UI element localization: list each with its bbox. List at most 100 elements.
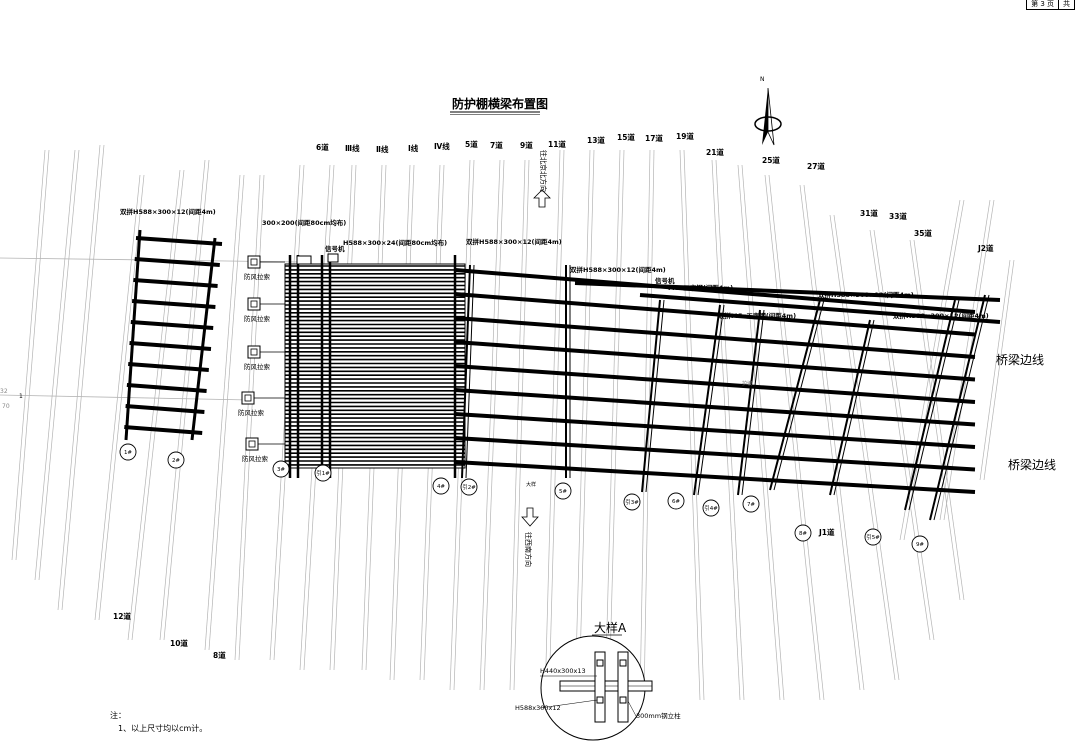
anchor-label: 防风拉索 bbox=[244, 362, 271, 371]
trestle-post bbox=[190, 237, 217, 441]
rail-line bbox=[208, 174, 245, 651]
rail-line bbox=[979, 259, 1011, 481]
direction-north-label: 往北京北方向 bbox=[539, 150, 548, 192]
pier-note-2: 护坡 bbox=[742, 380, 752, 387]
rail-line bbox=[61, 144, 105, 611]
signal-label-2: 信号机 bbox=[655, 276, 675, 285]
beam-label-right-b: 双拼H588×300×12(间距4m) bbox=[893, 311, 989, 320]
pier-label: 7# bbox=[747, 502, 755, 508]
bridge-edge-label: 桥梁边线 bbox=[996, 352, 1044, 367]
left-trestle bbox=[124, 229, 223, 441]
anchor-label: 防风拉索 bbox=[238, 408, 265, 417]
pier-label: 引1# bbox=[316, 469, 330, 477]
track-label: 17道 bbox=[645, 133, 663, 143]
track-label: 12道 bbox=[113, 611, 131, 621]
rail-line bbox=[34, 149, 76, 581]
rail-line bbox=[578, 149, 595, 701]
rail-line bbox=[513, 159, 530, 691]
pier-circle bbox=[911, 535, 929, 553]
pier-circle bbox=[742, 495, 760, 513]
bridge-edge-label: 桥梁边线 bbox=[1008, 457, 1056, 472]
long-beam bbox=[454, 268, 976, 314]
track-label: Ⅱ线 bbox=[376, 144, 389, 154]
rail-line bbox=[983, 259, 1015, 481]
column-line bbox=[645, 299, 665, 493]
direction-south-label: 往西南方向 bbox=[524, 532, 533, 567]
column-line bbox=[741, 309, 765, 496]
north-label: N bbox=[760, 76, 765, 83]
track-label: 10道 bbox=[170, 638, 188, 648]
pier-circle bbox=[794, 524, 812, 542]
anchor-inner bbox=[248, 440, 256, 448]
pier-label: 4# bbox=[437, 484, 445, 490]
pier-circle bbox=[623, 493, 641, 511]
pier-circle bbox=[119, 443, 137, 461]
track-label: 33道 bbox=[889, 211, 907, 221]
detail-a: 大样A H440x300x13 H588x300x12 300mm钢立柱 bbox=[515, 620, 681, 741]
anchor-label: 防风拉索 bbox=[244, 272, 271, 281]
detail-h440: H440x300x13 bbox=[540, 667, 586, 675]
track-label: 13道 bbox=[587, 135, 605, 145]
column-line bbox=[693, 304, 721, 496]
trestle-beam bbox=[135, 236, 223, 246]
rail-line bbox=[829, 214, 896, 681]
trestle-beam bbox=[134, 257, 220, 267]
detail-h588: H588x300x12 bbox=[515, 704, 561, 712]
rail-line bbox=[11, 149, 46, 561]
track-label: 19道 bbox=[676, 131, 694, 141]
column-line bbox=[641, 299, 661, 493]
pier-circle bbox=[314, 464, 332, 482]
mark-3: 70 bbox=[2, 403, 10, 410]
rail-line bbox=[913, 239, 965, 601]
track-label: Ⅰ线 bbox=[408, 143, 419, 153]
track-label: 21道 bbox=[706, 147, 724, 157]
long-beam bbox=[454, 364, 976, 404]
long-beam bbox=[454, 412, 976, 449]
pier-circle bbox=[432, 477, 450, 495]
trestle-beam bbox=[126, 383, 207, 393]
pier-label: 9# bbox=[916, 542, 924, 548]
rail-line bbox=[548, 149, 565, 701]
trestle-beam bbox=[128, 362, 209, 372]
rail-tracks bbox=[0, 144, 1015, 701]
long-beam bbox=[454, 340, 976, 382]
rail-line bbox=[764, 174, 821, 701]
track-label: 5道 bbox=[465, 139, 478, 149]
track-label: J2道 bbox=[977, 243, 994, 253]
pier-label: 6# bbox=[672, 499, 680, 505]
rail-line bbox=[238, 174, 265, 661]
pier-label: 8# bbox=[799, 531, 807, 537]
mark-1: 1 bbox=[19, 393, 23, 400]
detail-title: 大样A bbox=[594, 620, 627, 635]
long-transverse-beams bbox=[454, 268, 1001, 494]
rail-line bbox=[899, 199, 961, 541]
beam-label-i45-b: 双拼I45c工字钢(间距4m) bbox=[718, 311, 796, 320]
column-line bbox=[833, 319, 875, 496]
long-beam bbox=[454, 436, 976, 472]
track-label: 6道 bbox=[316, 142, 329, 152]
pier-label: 引2# bbox=[462, 483, 476, 491]
column-line bbox=[929, 294, 986, 521]
page-number: 第 3 页 bbox=[1031, 0, 1054, 8]
track-label: Ⅳ线 bbox=[434, 141, 450, 151]
rail-line bbox=[127, 169, 181, 641]
direction-south: 往西南方向 bbox=[521, 507, 539, 567]
column-line bbox=[461, 264, 471, 479]
anchor-inner bbox=[244, 394, 252, 402]
track-label: J1道 bbox=[818, 527, 835, 537]
rail-line bbox=[903, 199, 965, 541]
track-label: 31道 bbox=[860, 208, 878, 218]
rail-line bbox=[683, 149, 705, 701]
pier-label: 引4# bbox=[704, 504, 718, 512]
beam-label-left: 双拼H588×300×12(间距4m) bbox=[120, 207, 216, 216]
drawing-title: 防护棚横梁布置图 bbox=[452, 96, 548, 111]
column-line bbox=[737, 309, 761, 496]
column-line bbox=[773, 299, 825, 491]
pier-label: 5# bbox=[559, 489, 567, 495]
long-beam bbox=[454, 460, 976, 494]
anchor-inner bbox=[250, 348, 258, 356]
trestle-beam bbox=[124, 425, 203, 435]
rail-line bbox=[544, 149, 561, 701]
note-line: 1、以上尺寸均以cm计。 bbox=[118, 723, 207, 733]
rail-line bbox=[574, 149, 591, 701]
